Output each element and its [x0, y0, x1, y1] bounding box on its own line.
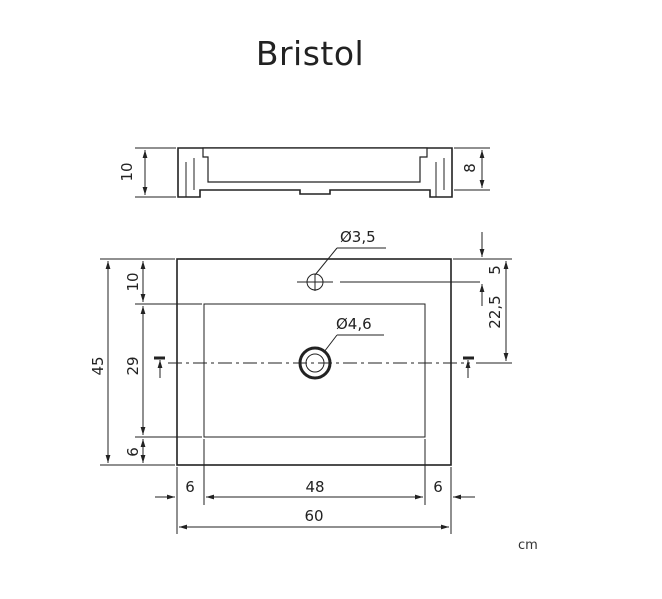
tap-hole-diameter-label: Ø3,5 [340, 228, 376, 246]
plan-view: Ø3,5 Ø4,6 45 10 29 6 5 [89, 228, 512, 534]
section-outline [177, 147, 453, 198]
front-rim-depth-label: 6 [124, 447, 142, 457]
section-height-outer-label: 10 [118, 162, 136, 181]
outer-basin-outline [176, 258, 452, 466]
section-inner-cavity [202, 147, 428, 183]
section-view: 10 8 [118, 147, 490, 198]
unit-label: cm [518, 538, 538, 553]
inner-bowl-outline [203, 303, 426, 438]
total-depth-label: 45 [89, 356, 107, 375]
left-rim-width-label: 6 [185, 478, 195, 496]
bowl-depth-label: 29 [124, 356, 142, 375]
drain-offset-label: 22,5 [486, 295, 504, 328]
drain-diameter-label: Ø4,6 [336, 315, 372, 333]
total-width-label: 60 [304, 507, 323, 525]
product-title: Bristol [255, 34, 365, 73]
right-rim-width-label: 6 [433, 478, 443, 496]
bowl-width-label: 48 [305, 478, 324, 496]
back-rim-depth-label: 10 [124, 272, 142, 291]
section-height-inner-label: 8 [461, 163, 479, 173]
hole-offset-label: 5 [486, 265, 504, 275]
